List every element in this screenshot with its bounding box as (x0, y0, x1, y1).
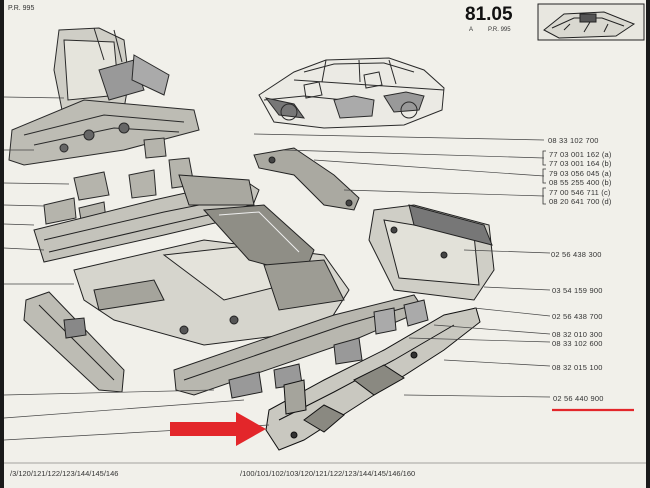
front-cross-panel (173, 294, 429, 399)
red-arrow (170, 412, 266, 446)
floor-pan (73, 204, 350, 346)
part-number-highlighted: 02 56 440 900 (553, 394, 604, 403)
front-side-member (265, 307, 481, 451)
part-number: 02 56 438 700 (552, 312, 603, 321)
pr-reference-right: P.R. 995 (488, 27, 511, 33)
left-side-rail (23, 291, 125, 393)
pr-reference-left: P.R. 995 (8, 5, 35, 12)
parts-catalog-page: P.R. 995 81.05 A P.R. 995 (4, 0, 646, 488)
part-number: 08 32 010 300 (552, 330, 603, 339)
front-crossmember (33, 174, 260, 263)
part-number: 08 33 102 700 (548, 136, 599, 145)
right-panels (368, 204, 495, 301)
corner-thumbnail (537, 3, 645, 41)
footer-models-left: /3/120/121/122/123/144/145/146 (10, 469, 119, 478)
part-number: 02 56 438 300 (551, 250, 602, 259)
exploded-diagram (4, 3, 646, 464)
part-number: 77 03 001 162 (a) (549, 150, 612, 159)
car-body-shell (258, 57, 445, 129)
part-number: 08 55 255 400 (b) (549, 178, 612, 187)
footer-models-right: /100/101/102/103/120/121/122/123/144/145… (240, 469, 416, 478)
part-number: 08 20 641 700 (d) (549, 197, 612, 206)
page-number: 81.05 (465, 4, 513, 25)
part-number: 03 54 159 900 (552, 286, 603, 295)
part-number: 77 00 546 711 (c) (549, 188, 611, 197)
part-number: 79 03 056 045 (a) (549, 169, 612, 178)
center-bracket (253, 147, 360, 211)
part-number: 08 32 015 100 (552, 363, 603, 372)
page-sub-a: A (469, 27, 474, 33)
part-number: 77 03 001 164 (b) (549, 159, 612, 168)
upper-left-panels (8, 27, 200, 166)
group-brackets (542, 150, 546, 205)
part-number: 08 33 102 600 (552, 339, 603, 348)
